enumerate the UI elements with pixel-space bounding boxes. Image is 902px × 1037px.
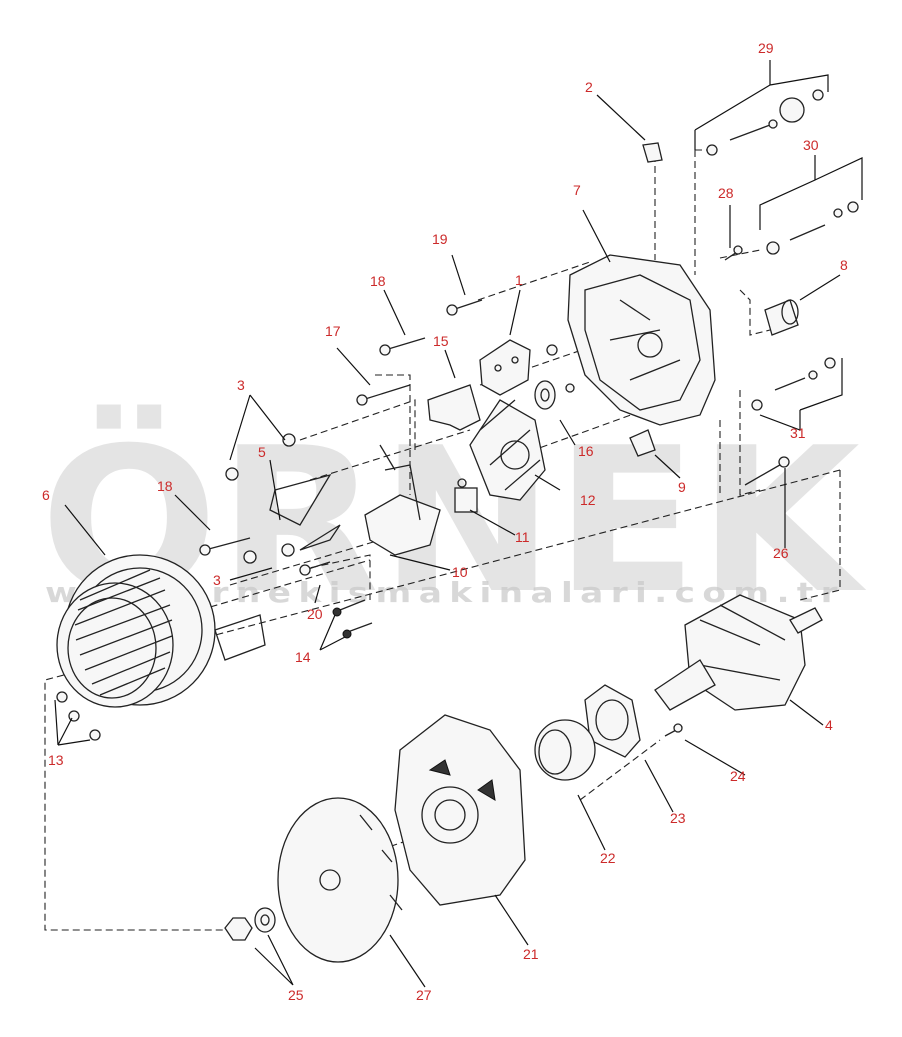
bushing-9 <box>629 429 656 457</box>
callout-19: 19 <box>432 231 448 247</box>
rotor <box>654 594 823 711</box>
callout-28: 28 <box>718 185 734 201</box>
bolt-24 <box>664 723 683 737</box>
callout-9: 9 <box>678 479 686 495</box>
clip <box>642 142 663 163</box>
brush-holder <box>454 478 478 513</box>
left-hardware <box>199 433 341 661</box>
callout-2: 2 <box>585 79 593 95</box>
terminal-stud-29 <box>706 89 824 156</box>
callout-1: 1 <box>515 272 523 288</box>
callout-13: 13 <box>48 752 64 768</box>
callout-11: 11 <box>515 529 530 545</box>
callout-23: 23 <box>670 810 686 826</box>
callout-18-lower: 18 <box>157 478 173 494</box>
bolt-28 <box>724 245 743 261</box>
nut-and-washer <box>224 907 276 941</box>
callout-31: 31 <box>790 425 806 441</box>
rear-housing <box>567 254 716 426</box>
bushing-8 <box>764 299 799 336</box>
callout-15: 15 <box>433 333 449 349</box>
callout-6: 6 <box>42 487 50 503</box>
callout-8: 8 <box>840 257 848 273</box>
pulley-fan <box>277 797 403 963</box>
callout-4: 4 <box>825 717 833 733</box>
washer <box>534 344 575 410</box>
callout-24: 24 <box>730 768 746 784</box>
callout-labels: 1 2 3 3 4 5 6 7 8 9 10 11 12 13 14 15 16… <box>42 40 848 1003</box>
rectifier <box>469 399 546 501</box>
callout-26: 26 <box>773 545 789 561</box>
callout-25: 25 <box>288 987 304 1003</box>
callout-29: 29 <box>758 40 774 56</box>
terminal-stud-30 <box>766 201 859 255</box>
front-housing <box>394 714 526 906</box>
terminal-31 <box>751 357 836 411</box>
callout-22: 22 <box>600 850 616 866</box>
callout-5: 5 <box>258 444 266 460</box>
through-bolt-26 <box>744 456 790 486</box>
callout-21: 21 <box>523 946 539 962</box>
bracket <box>427 384 481 431</box>
terminal-block <box>479 339 531 396</box>
callout-27: 27 <box>416 987 432 1003</box>
leader-lines <box>54 60 863 988</box>
callout-10: 10 <box>452 564 468 580</box>
callout-30: 30 <box>803 137 819 153</box>
callout-20: 20 <box>307 606 323 622</box>
callout-12: 12 <box>580 492 596 508</box>
callout-14: 14 <box>295 649 311 665</box>
callout-17: 17 <box>325 323 341 339</box>
upper-bolts <box>356 299 483 406</box>
stator <box>56 554 216 708</box>
bearing <box>534 719 596 781</box>
callout-7: 7 <box>573 182 581 198</box>
regulator <box>364 444 441 556</box>
callout-16: 16 <box>578 443 594 459</box>
callout-3-lower: 3 <box>213 572 221 588</box>
small-fasteners <box>56 561 373 741</box>
callout-3-upper: 3 <box>237 377 245 393</box>
callout-18-upper: 18 <box>370 273 386 289</box>
